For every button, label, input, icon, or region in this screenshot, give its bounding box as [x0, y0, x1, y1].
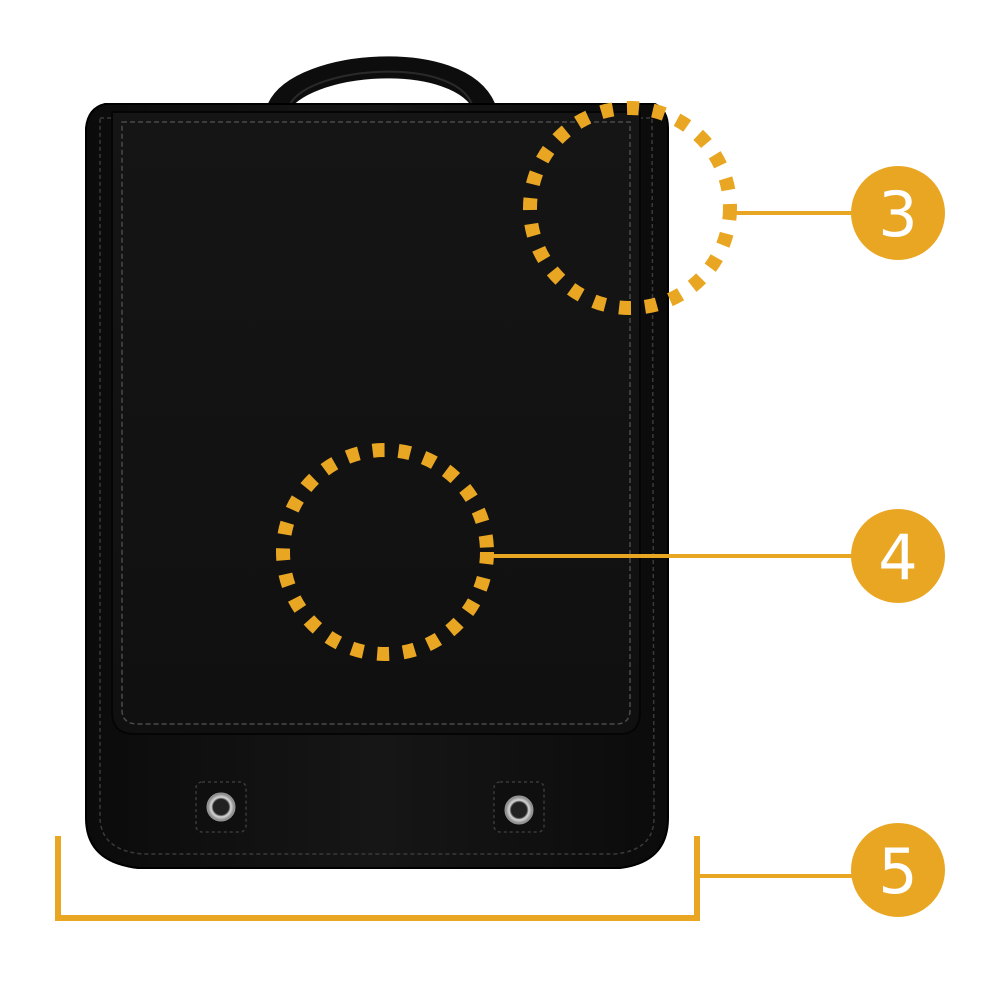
handle — [267, 56, 496, 119]
callout-badge — [851, 166, 945, 260]
callout-number-4: 4 — [878, 521, 917, 594]
left-grommet-tab — [195, 781, 247, 833]
callout-3: 3 — [523, 101, 945, 315]
callout-number-5: 5 — [878, 835, 917, 908]
callout-4: 4 — [276, 443, 945, 661]
front-flap — [111, 111, 641, 735]
dotted-highlight-circle — [523, 101, 737, 315]
callout-5: 5 — [55, 823, 945, 921]
right-grommet-tab — [493, 781, 545, 833]
callout-badge — [851, 823, 945, 917]
callout-number-3: 3 — [878, 178, 917, 251]
dotted-highlight-circle — [276, 443, 494, 661]
callout-badge — [851, 509, 945, 603]
